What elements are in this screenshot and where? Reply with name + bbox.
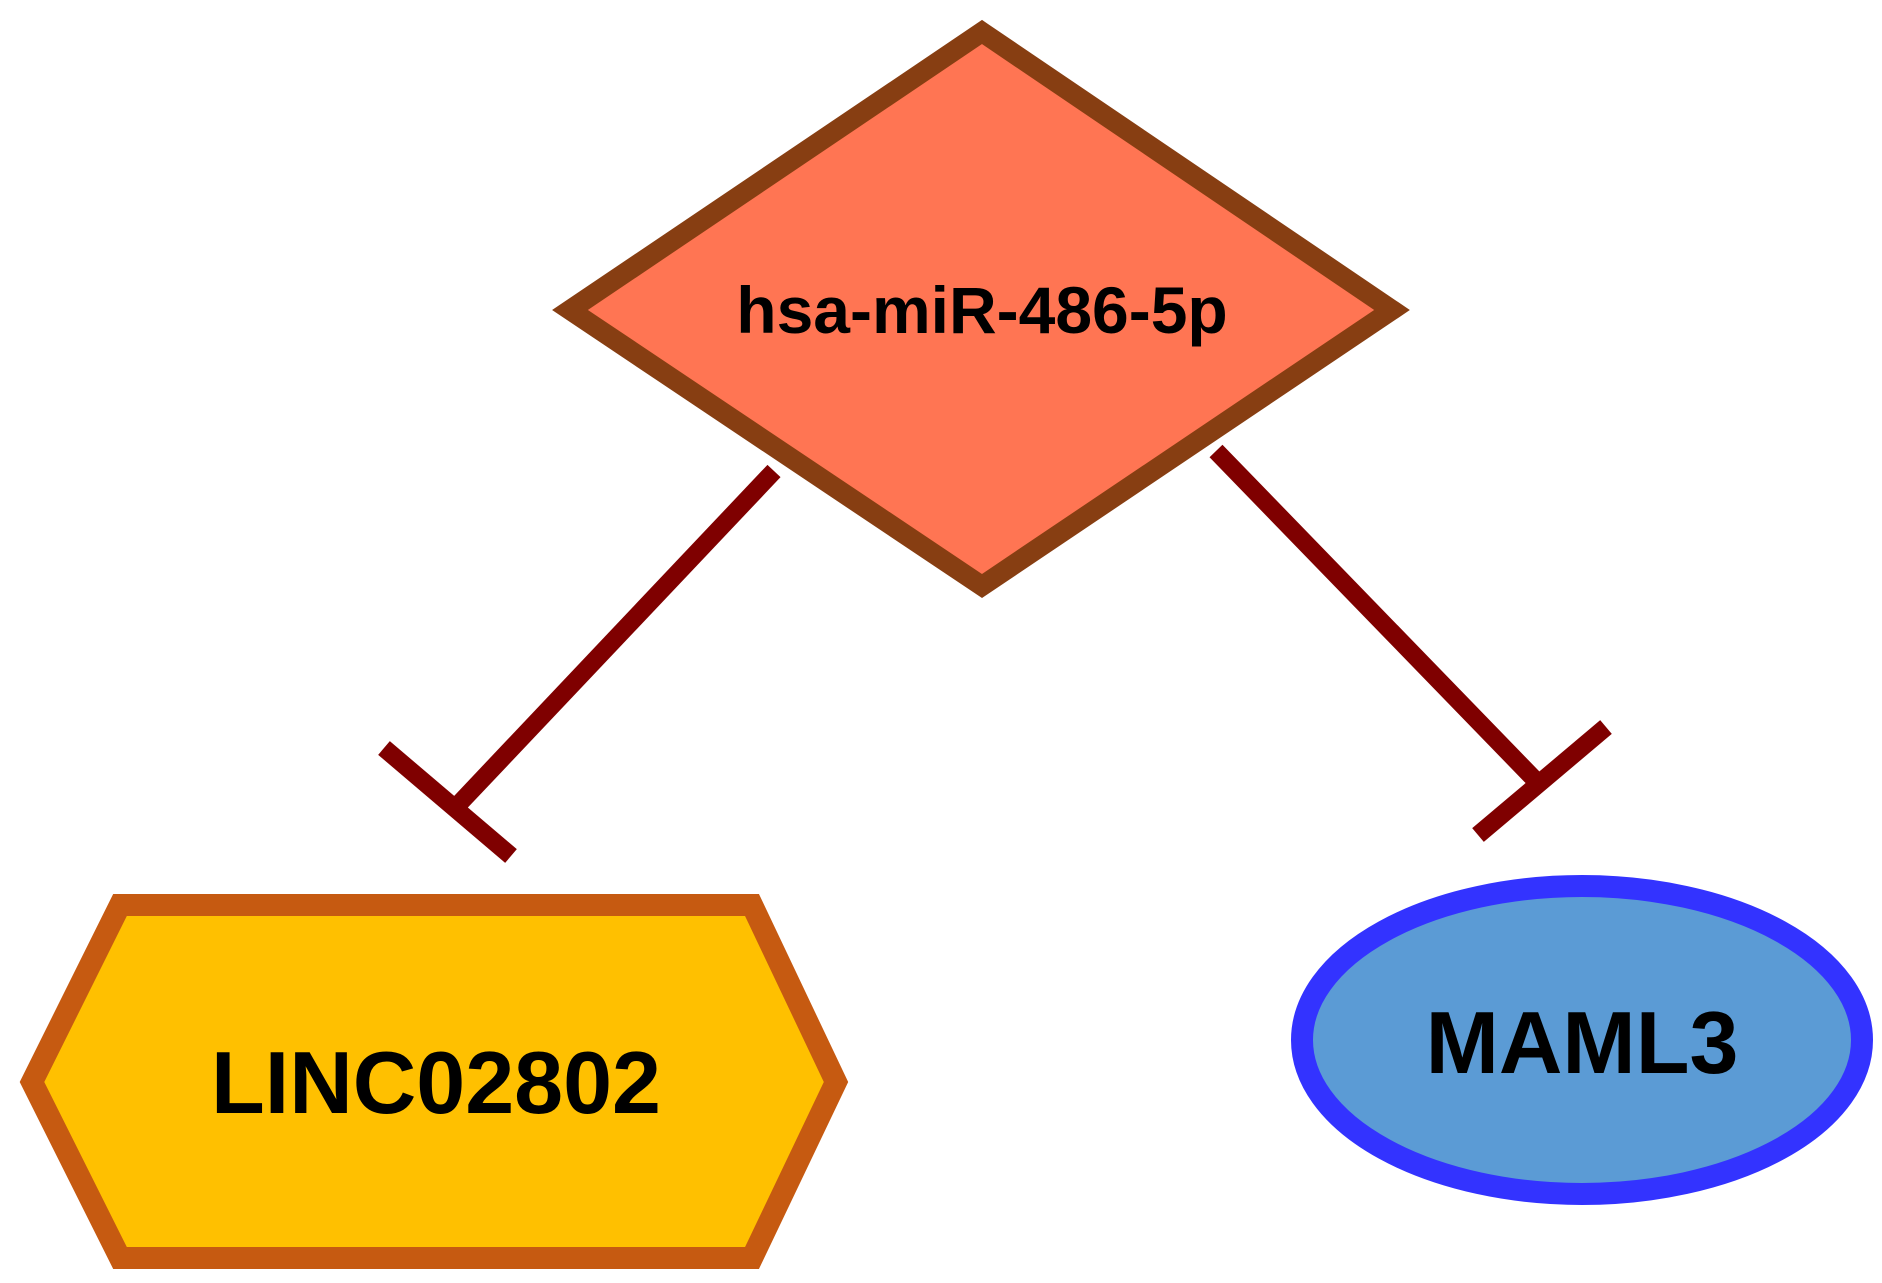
edge-line-mirna-to-lincrna	[449, 464, 781, 814]
inhibition-bar-maml3	[1472, 720, 1612, 842]
edge-mirna-to-lincrna	[378, 464, 781, 863]
mirna-label: hsa-miR-486-5p	[736, 273, 1228, 347]
lincrna-hexagon-shape	[19, 894, 849, 1269]
edge-mirna-to-maml3	[1209, 444, 1612, 842]
node-mirna[interactable]: hsa-miR-486-5p	[552, 19, 1410, 599]
node-lincrna[interactable]: LINC02802	[19, 894, 849, 1269]
edge-line-mirna-to-maml3	[1209, 444, 1547, 792]
lincrna-label: LINC02802	[211, 1033, 661, 1132]
node-maml3[interactable]: MAML3	[1291, 875, 1873, 1205]
inhibition-bar-lincrna	[378, 741, 517, 863]
maml3-label: MAML3	[1426, 993, 1739, 1092]
mirna-diamond-shape	[552, 19, 1410, 599]
maml3-ellipse-shape	[1291, 875, 1873, 1205]
